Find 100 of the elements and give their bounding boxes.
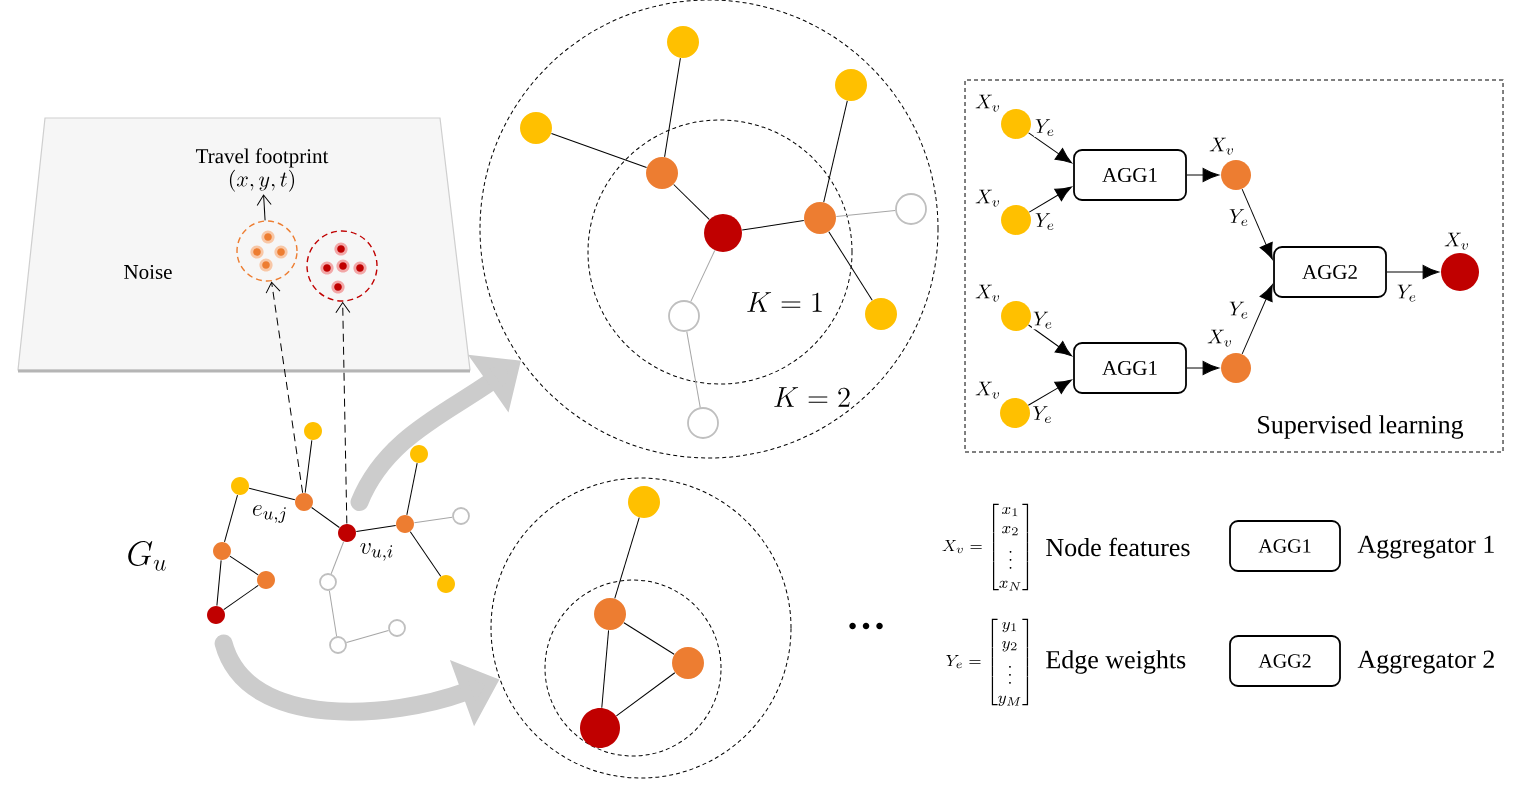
edge-label: $Y_e$ xyxy=(1031,310,1055,330)
footprint-label: Travel footprint $(x,y,t)$ xyxy=(196,148,329,192)
graph-node xyxy=(646,157,678,189)
arrow xyxy=(1027,379,1072,406)
edge-line xyxy=(304,439,313,494)
graph-node xyxy=(865,298,897,330)
neighborhood-circle xyxy=(490,477,792,779)
graph-node xyxy=(329,636,347,654)
aggregator-box: AGG1 xyxy=(1073,149,1187,201)
arrow xyxy=(1028,324,1073,357)
ellipsis: … xyxy=(849,622,883,630)
feature-vector: $X_v = \begin{bmatrix}x_1\\ x_2\\ \vdots\\ x_N\end{bmatrix}$ xyxy=(942,503,1029,591)
arrow xyxy=(1028,132,1073,164)
edge-line xyxy=(248,487,296,501)
neighborhood-circle xyxy=(544,579,722,757)
edge-line xyxy=(355,524,397,533)
edge-line xyxy=(828,231,873,301)
hop-label: $K = 1$ xyxy=(747,292,822,312)
edge-label: $Y_e$ xyxy=(1227,300,1251,320)
edge-line xyxy=(216,559,222,607)
aggregator-box: AGG1 xyxy=(1073,342,1187,394)
graph-node xyxy=(687,407,719,439)
arrow xyxy=(1241,188,1273,260)
edge-line xyxy=(328,590,338,637)
node-label: $X_v$ xyxy=(1207,329,1231,347)
edge-line xyxy=(550,133,648,168)
graph-node xyxy=(520,112,552,144)
edge-line xyxy=(741,220,805,231)
graph-node xyxy=(410,445,428,463)
graph-label: $G_u$ xyxy=(128,540,166,571)
graph-node xyxy=(319,573,337,591)
edge-line xyxy=(623,622,675,655)
arrow xyxy=(1186,360,1220,376)
arrow xyxy=(335,302,351,525)
graph-node xyxy=(628,486,660,518)
graph-node xyxy=(207,606,225,624)
edge-line xyxy=(346,629,389,644)
node-label: $X_v$ xyxy=(975,381,999,399)
arrow xyxy=(1241,284,1273,355)
graph-node xyxy=(437,575,455,593)
edge-line xyxy=(409,531,442,577)
legend-text: Aggregator 1 xyxy=(1357,535,1494,559)
edge-line xyxy=(615,672,676,717)
hop-label: $K = 2$ xyxy=(774,387,850,407)
point-cluster xyxy=(306,230,378,302)
graph-node xyxy=(304,422,322,440)
edge-line xyxy=(664,57,681,158)
legend-text: Node features xyxy=(1046,537,1190,557)
panel-title: Supervised learning xyxy=(1258,415,1464,439)
graph-node xyxy=(594,598,626,630)
node-label: $X_v$ xyxy=(1444,232,1468,250)
edge-line xyxy=(224,494,238,543)
graph-node xyxy=(804,202,836,234)
arrow xyxy=(265,281,304,494)
aggregator-box: AGG1 xyxy=(1229,520,1341,572)
legend-text: Aggregator 2 xyxy=(1357,650,1494,674)
graph-node xyxy=(396,515,414,533)
node-label: $X_v$ xyxy=(975,189,999,207)
edge-line xyxy=(330,541,345,575)
node-label: $v_{u,i}$ xyxy=(360,543,393,561)
graph-node xyxy=(895,193,927,225)
point-cluster xyxy=(236,220,298,282)
graph-node xyxy=(580,708,620,748)
graph-node xyxy=(213,542,231,560)
edge-label: $Y_e$ xyxy=(1395,283,1419,303)
noise-label: Noise xyxy=(124,264,172,280)
graph-node xyxy=(672,647,704,679)
graph-node xyxy=(668,300,700,332)
graph-node xyxy=(704,214,742,252)
graph-node xyxy=(667,26,699,58)
node-label: $X_v$ xyxy=(975,284,999,302)
edge-line xyxy=(601,629,610,709)
aggregator-box: AGG2 xyxy=(1273,246,1387,298)
edge-line xyxy=(686,331,701,408)
edge-line xyxy=(223,584,259,611)
feature-vector: $Y_e = \begin{bmatrix}y_1\\ y_2\\ \vdots\\ y_M\end{bmatrix}$ xyxy=(946,618,1029,706)
edge-label: $e_{u,j}$ xyxy=(250,504,290,524)
node-label: $X_v$ xyxy=(1209,137,1233,155)
arrow xyxy=(1386,264,1440,280)
graph-node xyxy=(231,477,249,495)
edge-label: $Y_e$ xyxy=(1033,212,1057,231)
edge-line xyxy=(311,507,340,528)
edge-line xyxy=(690,250,716,303)
arrow xyxy=(256,194,272,221)
aggregator-box: AGG2 xyxy=(1229,635,1341,687)
graph-node xyxy=(388,619,406,637)
node-label: $X_v$ xyxy=(975,94,999,112)
edge-label: $Y_e$ xyxy=(1033,118,1057,137)
arrow xyxy=(1186,167,1220,183)
graph-node xyxy=(295,493,313,511)
edge-line xyxy=(614,517,640,599)
graph-node xyxy=(257,571,275,589)
edge-label: $Y_e$ xyxy=(1031,405,1054,424)
graph-node xyxy=(452,507,470,525)
edge-label: $Y_e$ xyxy=(1227,208,1251,227)
edge-line xyxy=(835,210,896,217)
arrow xyxy=(1028,186,1072,213)
edge-line xyxy=(229,555,259,576)
edge-line xyxy=(823,100,848,203)
edge-line xyxy=(413,516,453,524)
